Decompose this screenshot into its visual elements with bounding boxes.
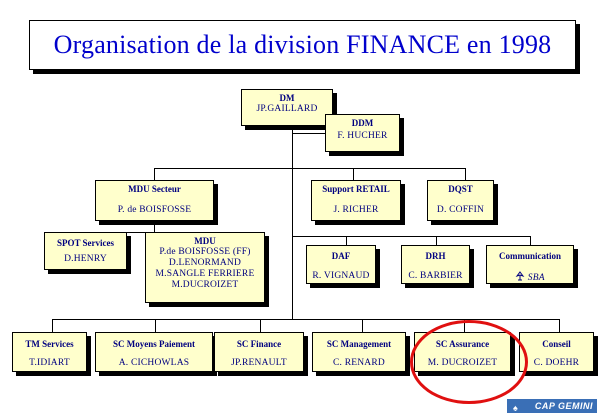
node-sc-management-name: C. RENARD bbox=[333, 358, 385, 368]
node-communication-name-row: SBA bbox=[487, 271, 573, 284]
node-communication-name: SBA bbox=[527, 273, 545, 283]
node-dqst-title: DQST bbox=[448, 184, 473, 194]
node-dqst: DQST D. COFFIN bbox=[427, 180, 494, 221]
node-support-retail-title: Support RETAIL bbox=[322, 184, 390, 194]
node-communication: Communication SBA bbox=[486, 245, 574, 284]
connector-conseil bbox=[559, 319, 560, 332]
node-support-retail: Support RETAIL J. RICHER bbox=[311, 180, 401, 221]
node-spot-title: SPOT Services bbox=[56, 238, 115, 248]
node-mdu-name-2: D.LENORMAND bbox=[168, 258, 242, 268]
node-mdu-name-1: P.de BOISFOSSE (FF) bbox=[159, 247, 251, 257]
node-conseil: Conseil C. DOEHR bbox=[519, 332, 594, 372]
node-drh-name: C. BARBIER bbox=[408, 271, 463, 281]
node-mdu: MDU P.de BOISFOSSE (FF) D.LENORMAND M.SA… bbox=[145, 232, 265, 303]
node-mdu-secteur-title: MDU Secteur bbox=[128, 184, 181, 194]
cap-gemini-mini-icon bbox=[515, 271, 525, 281]
node-daf-title: DAF bbox=[331, 251, 351, 261]
node-mdu-secteur-name: P. de BOISFOSSE bbox=[117, 205, 192, 215]
node-tm-services-title: TM Services bbox=[25, 339, 74, 349]
node-sc-management: SC Management C. RENARD bbox=[312, 332, 406, 372]
title-box: Organisation de la division FINANCE en 1… bbox=[29, 20, 576, 70]
connector-support-retail bbox=[353, 168, 354, 180]
cap-gemini-spades-icon: ♠ bbox=[513, 403, 519, 413]
node-dm-title: DM bbox=[279, 93, 295, 103]
highlight-circle bbox=[410, 320, 528, 404]
connector-staff bbox=[293, 236, 531, 237]
node-daf: DAF R. VIGNAUD bbox=[306, 245, 376, 284]
node-mdu-title: MDU bbox=[194, 236, 216, 246]
connector-mdu-secteur bbox=[154, 168, 155, 180]
connector-daf bbox=[346, 236, 347, 245]
node-ddm-title: DDM bbox=[351, 118, 374, 128]
cap-gemini-logo: ♠ CAP GEMINI bbox=[507, 399, 597, 413]
connector-sc-moyens bbox=[155, 319, 156, 332]
connector-communication bbox=[530, 236, 531, 245]
node-tm-services: TM Services T.IDIART bbox=[12, 332, 87, 372]
node-sc-management-title: SC Management bbox=[326, 339, 392, 349]
node-spot-name: D.HENRY bbox=[64, 254, 107, 264]
node-support-retail-name: J. RICHER bbox=[333, 205, 379, 215]
node-drh-title: DRH bbox=[425, 251, 446, 261]
connector-tm bbox=[52, 319, 53, 332]
node-tm-services-name: T.IDIART bbox=[29, 358, 70, 368]
connector-sc-finance bbox=[260, 319, 261, 332]
connector-drh bbox=[436, 236, 437, 245]
node-spot: SPOT Services D.HENRY bbox=[44, 232, 127, 270]
node-conseil-title: Conseil bbox=[542, 339, 571, 349]
node-dm: DM JP.GAILLARD bbox=[241, 89, 333, 126]
node-conseil-name: C. DOEHR bbox=[533, 358, 580, 368]
node-communication-title: Communication bbox=[498, 251, 561, 261]
node-mdu-name-4: M.DUCROIZET bbox=[171, 280, 239, 290]
connector-mdu-down bbox=[154, 221, 155, 232]
node-sc-finance: SC Finance JP.RENAULT bbox=[214, 332, 304, 372]
chart-title: Organisation de la division FINANCE en 1… bbox=[53, 30, 552, 59]
node-daf-name: R. VIGNAUD bbox=[312, 271, 370, 281]
node-ddm: DDM F. HUCHER bbox=[325, 114, 400, 152]
connector-dqst bbox=[465, 168, 466, 180]
node-sc-moyens-title: SC Moyens Paiement bbox=[113, 339, 195, 349]
connector-sc-management bbox=[362, 319, 363, 332]
node-dm-name: JP.GAILLARD bbox=[256, 104, 318, 114]
node-mdu-secteur: MDU Secteur P. de BOISFOSSE bbox=[95, 180, 214, 221]
connector-trunk bbox=[292, 126, 293, 320]
connector-ddm bbox=[293, 133, 325, 134]
node-sc-finance-title: SC Finance bbox=[236, 339, 282, 349]
node-drh: DRH C. BARBIER bbox=[401, 245, 470, 284]
node-sc-moyens: SC Moyens Paiement A. CICHOWLAS bbox=[95, 332, 213, 372]
node-sc-finance-name: JP.RENAULT bbox=[231, 358, 287, 368]
node-ddm-name: F. HUCHER bbox=[337, 131, 388, 141]
logo-text: CAP GEMINI bbox=[534, 401, 593, 411]
connector-level4 bbox=[52, 319, 560, 320]
node-dqst-name: D. COFFIN bbox=[436, 205, 485, 215]
connector-level2 bbox=[154, 168, 466, 169]
node-mdu-name-3: M.SANGLE FERRIERE bbox=[155, 269, 255, 279]
node-sc-moyens-name: A. CICHOWLAS bbox=[118, 358, 190, 368]
